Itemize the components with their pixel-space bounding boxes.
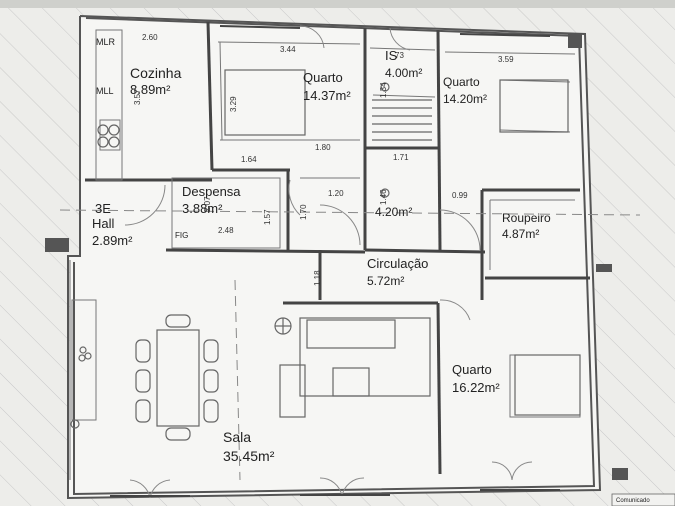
dim-170: 1.70 xyxy=(299,204,308,220)
interior-walls xyxy=(85,21,590,475)
floor-area xyxy=(68,16,600,498)
despensa-name: Despensa xyxy=(182,184,241,199)
dim-207: 2.07 xyxy=(203,196,212,212)
coffee-table xyxy=(279,364,306,418)
mlr-label: MLR xyxy=(96,37,116,47)
hall-code: 3E xyxy=(95,201,111,216)
dim-359: 3.59 xyxy=(498,55,514,64)
dim-157: 1.57 xyxy=(263,209,272,225)
is-area: 4.00m² xyxy=(385,66,422,80)
light-symbol xyxy=(274,317,292,335)
quarto1-area: 14.37m² xyxy=(303,88,351,103)
dim-099: 0.99 xyxy=(452,191,468,200)
chairs xyxy=(135,314,219,441)
hall-name: Hall xyxy=(92,216,115,231)
dim-260: 2.60 xyxy=(142,33,158,42)
cozinha-area: 8.89m² xyxy=(130,82,171,97)
dim-171: 1.71 xyxy=(393,153,409,162)
bed-quarto2 xyxy=(499,79,569,133)
armchair xyxy=(332,367,370,397)
frig-label: FIG xyxy=(175,231,188,240)
circulacao-name: Circulação xyxy=(367,256,428,271)
sink-icons xyxy=(70,82,390,429)
door-arcs xyxy=(124,25,533,499)
bed-quarto1 xyxy=(224,69,306,136)
is-name: IS xyxy=(385,48,398,63)
dim-344: 3.44 xyxy=(280,45,296,54)
quarto3-area: 16.22m² xyxy=(452,380,500,395)
wall-posts xyxy=(45,34,628,480)
dining-table xyxy=(156,329,200,427)
stamp-label: Comunicado xyxy=(616,498,650,504)
sala-name: Sala xyxy=(223,429,251,445)
sofa-back xyxy=(306,319,396,349)
bed-quarto3 xyxy=(514,354,581,416)
dim-146: 1.46 xyxy=(379,189,388,205)
quarto3-name: Quarto xyxy=(452,362,492,377)
windows xyxy=(110,25,560,497)
exterior-walls xyxy=(67,15,602,500)
roupeiro-name: Roupeiro xyxy=(502,211,551,225)
dim-134: 1.34 xyxy=(379,82,388,98)
axis-line-v xyxy=(234,279,241,481)
quarto1-name: Quarto xyxy=(303,70,343,85)
cozinha-name: Cozinha xyxy=(130,65,182,81)
furniture xyxy=(70,69,581,441)
dim-118: 1.18 xyxy=(313,270,322,286)
stairs xyxy=(372,99,432,141)
wc2-area: 4.20m² xyxy=(375,205,412,219)
dim-357: 3.57 xyxy=(133,89,142,105)
stamp-box xyxy=(611,493,675,506)
roupeiro-area: 4.87m² xyxy=(502,227,539,241)
dim-164: 1.64 xyxy=(241,155,257,164)
quarto2-name: Quarto xyxy=(443,75,480,89)
dim-329: 3.29 xyxy=(229,96,238,112)
top-edge xyxy=(0,0,675,8)
mll-label: MLL xyxy=(96,86,114,96)
dim-73: 73 xyxy=(395,51,404,60)
sala-area: 35.45m² xyxy=(223,448,275,464)
dim-120: 1.20 xyxy=(328,189,344,198)
despensa-area: 3.88m² xyxy=(182,201,223,216)
dim-248: 2.48 xyxy=(218,226,234,235)
dim-180: 1.80 xyxy=(315,143,331,152)
hall-area: 2.89m² xyxy=(92,233,133,248)
axis-line xyxy=(59,209,641,216)
circulacao-area: 5.72m² xyxy=(367,274,404,288)
quarto2-area: 14.20m² xyxy=(443,92,487,106)
